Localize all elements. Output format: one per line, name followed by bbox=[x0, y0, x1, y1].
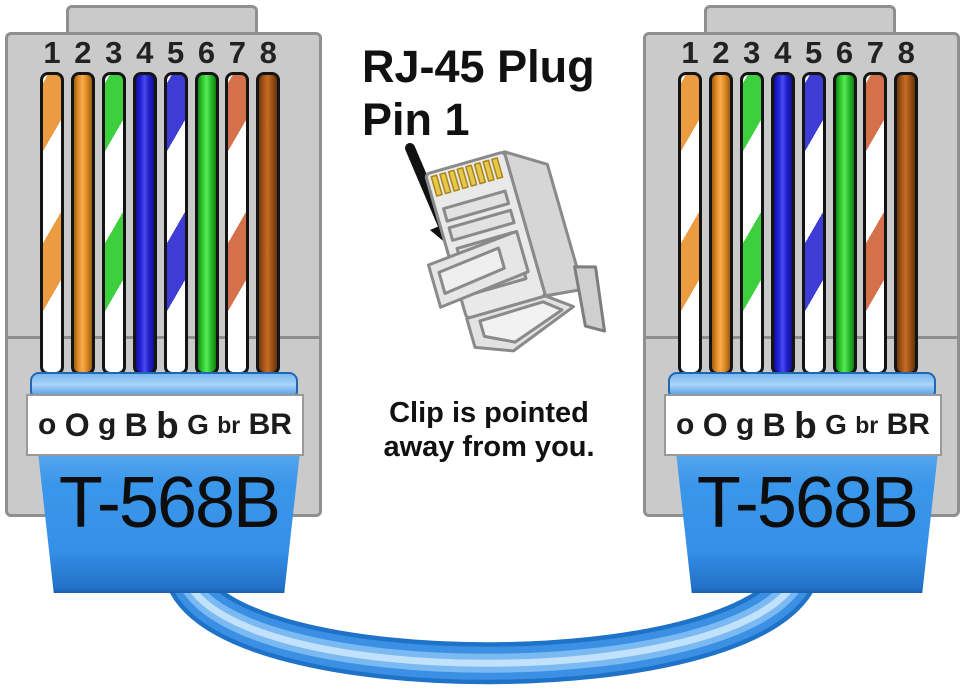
pair-label-br: br bbox=[217, 411, 241, 438]
cable-boot-right: T-568B bbox=[676, 452, 938, 593]
pair-label-o: o bbox=[676, 408, 695, 441]
pair-label-g: g bbox=[735, 408, 755, 441]
pair-label-G: G bbox=[825, 409, 847, 440]
wire-brown bbox=[894, 72, 919, 375]
wires-row bbox=[8, 72, 319, 375]
standard-label: T-568B bbox=[58, 463, 281, 543]
pin-number-4: 4 bbox=[774, 35, 792, 70]
pin-number-4: 4 bbox=[136, 35, 154, 70]
heading: RJ-45 Plug Pin 1 bbox=[362, 40, 595, 146]
wire-white-orange bbox=[40, 72, 64, 375]
wires-row bbox=[646, 72, 957, 375]
cable-boot-left: T-568B bbox=[38, 452, 300, 593]
wire-white-green bbox=[739, 72, 764, 375]
wire-green bbox=[832, 72, 857, 375]
wire-white-blue bbox=[163, 72, 188, 375]
heading-line1: RJ-45 Plug bbox=[362, 41, 595, 92]
pin-number-7: 7 bbox=[228, 35, 247, 70]
pair-label-b: b bbox=[794, 404, 817, 446]
standard-label: T-568B bbox=[696, 463, 919, 543]
pair-label-g: g bbox=[97, 408, 117, 441]
pair-label-B: B bbox=[762, 407, 786, 443]
heading-line2: Pin 1 bbox=[362, 94, 470, 145]
pair-label-br: br bbox=[855, 411, 879, 438]
connector-divider-line bbox=[8, 336, 319, 339]
pin-number-3: 3 bbox=[743, 35, 761, 70]
pin-number-8: 8 bbox=[259, 35, 277, 70]
pin-number-3: 3 bbox=[105, 35, 123, 70]
pair-label-o: o bbox=[38, 408, 57, 441]
wire-orange bbox=[708, 72, 733, 375]
pin-number-6: 6 bbox=[197, 35, 216, 70]
pin-number-5: 5 bbox=[804, 35, 823, 70]
pin-number-2: 2 bbox=[712, 35, 730, 70]
wire-white-brown bbox=[863, 72, 888, 375]
pair-label-O: O bbox=[702, 407, 728, 443]
pin-number-7: 7 bbox=[866, 35, 885, 70]
wire-white-orange bbox=[678, 72, 702, 375]
wire-white-green bbox=[101, 72, 126, 375]
pin-number-1: 1 bbox=[681, 35, 699, 70]
rj45-plug-illustration bbox=[405, 143, 607, 353]
wire-white-brown bbox=[225, 72, 250, 375]
pin-number-2: 2 bbox=[74, 35, 92, 70]
pin-number-5: 5 bbox=[166, 35, 185, 70]
caption-line1: Clip is pointed bbox=[389, 397, 589, 429]
pair-label-B: B bbox=[124, 407, 148, 443]
pair-label-BR: BR bbox=[886, 408, 930, 441]
wire-green bbox=[194, 72, 219, 375]
connector-divider-line bbox=[646, 336, 957, 339]
pair-label-BR: BR bbox=[248, 408, 292, 441]
wire-orange bbox=[70, 72, 95, 375]
wire-blue bbox=[132, 72, 157, 375]
wire-white-blue bbox=[801, 72, 826, 375]
pin-number-1: 1 bbox=[43, 35, 61, 70]
pin-number-8: 8 bbox=[897, 35, 915, 70]
pair-label-b: b bbox=[156, 404, 179, 446]
pin-number-6: 6 bbox=[835, 35, 854, 70]
wire-blue bbox=[770, 72, 795, 375]
pair-label-G: G bbox=[187, 409, 209, 440]
wire-brown bbox=[256, 72, 281, 375]
caption: Clip is pointed away from you. bbox=[358, 396, 620, 464]
caption-line2: away from you. bbox=[383, 431, 595, 463]
pair-label-O: O bbox=[64, 407, 90, 443]
